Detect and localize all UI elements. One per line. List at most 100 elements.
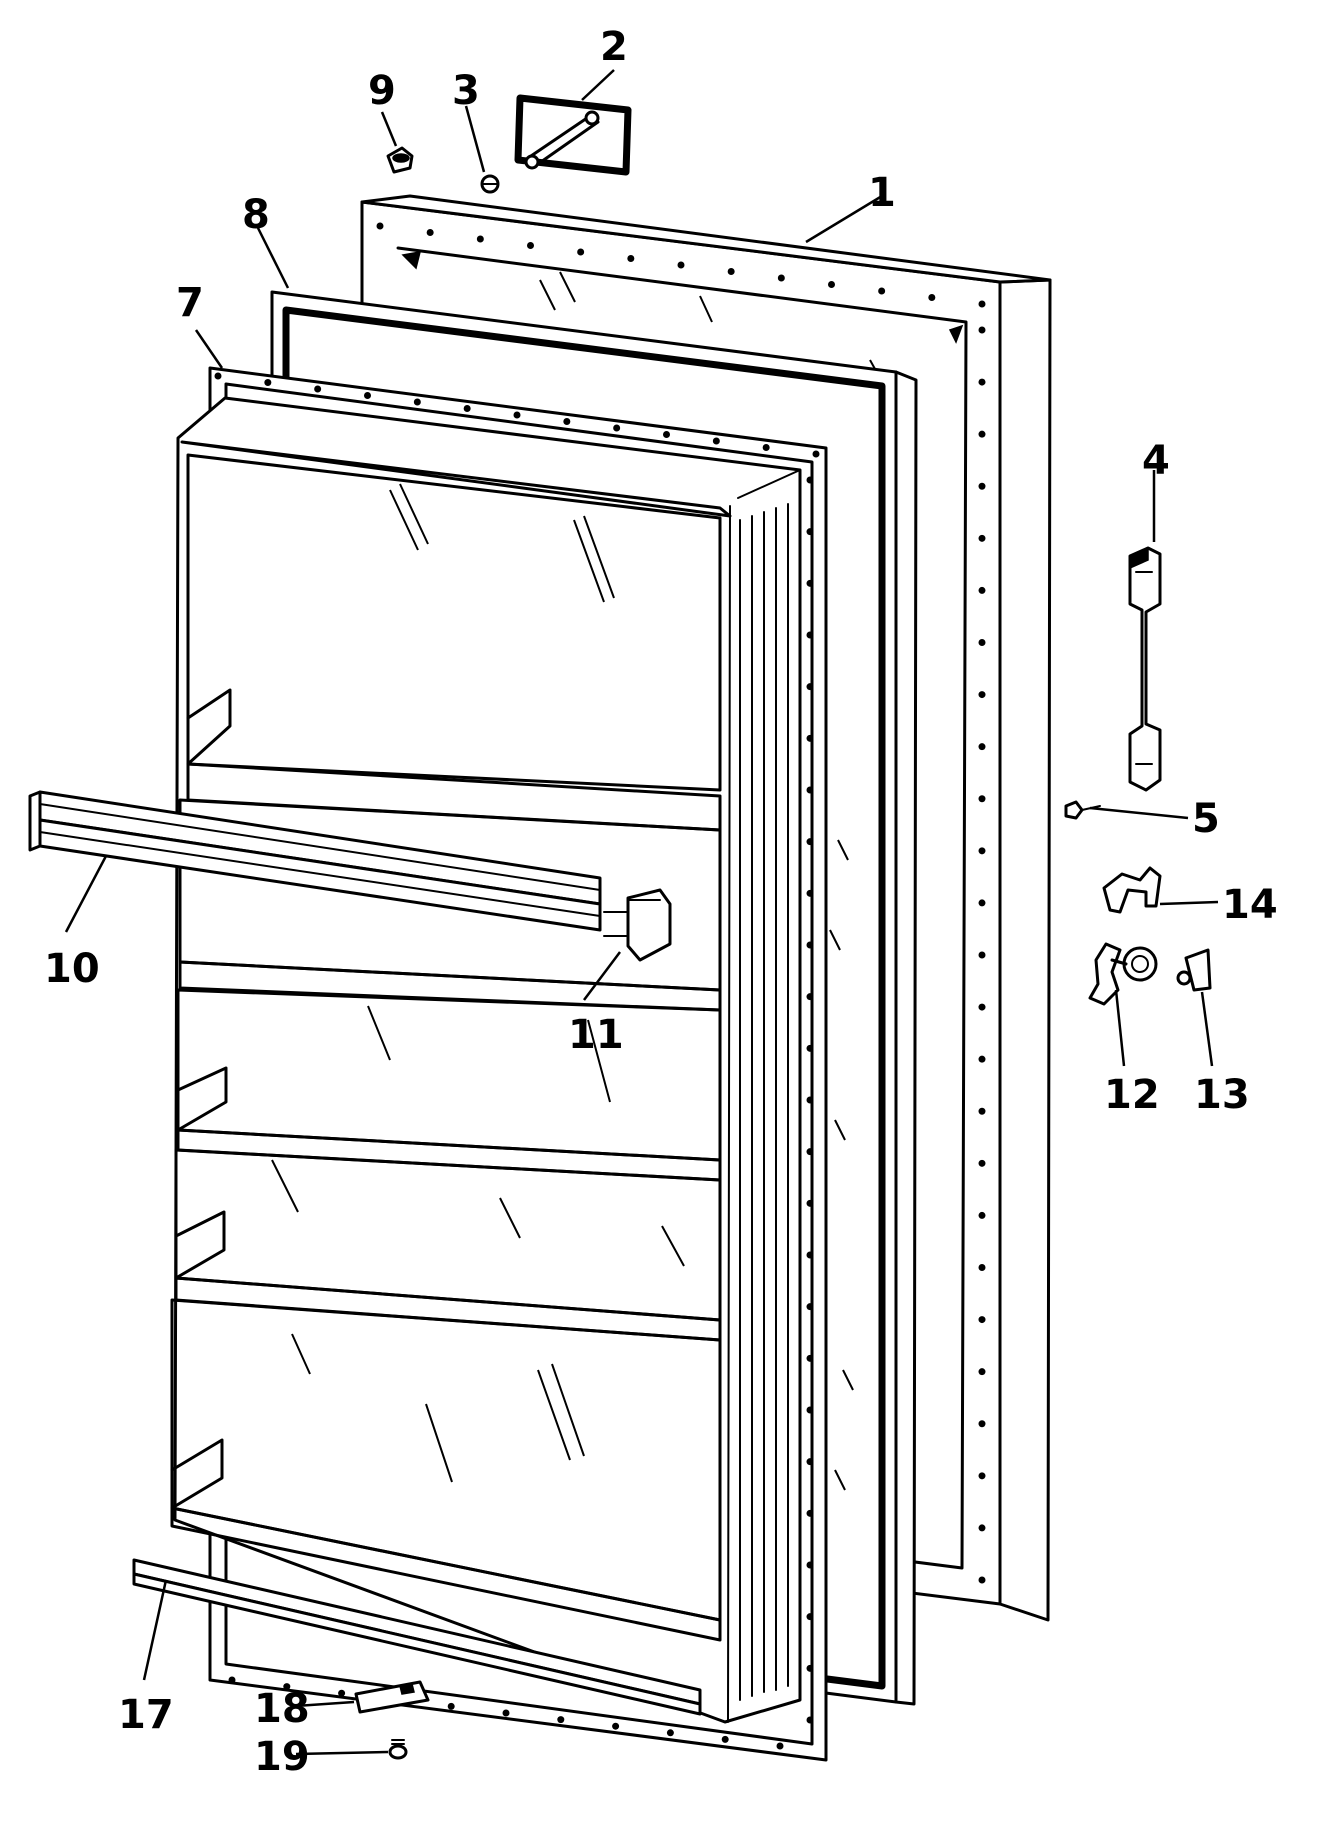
mounting-hole [502,1709,510,1717]
mounting-hole [806,1458,814,1466]
mounting-hole [806,993,814,1001]
mounting-hole [978,1316,986,1324]
mounting-hole [978,1055,986,1063]
mounting-hole [806,1509,814,1517]
liner-shelf-body [170,396,802,1724]
mounting-hole [806,1096,814,1104]
bottom-trim-strip [132,1558,702,1716]
mounting-hole [727,268,735,275]
mounting-hole [513,411,521,419]
mounting-hole [978,1576,986,1584]
mounting-hole [978,1368,986,1376]
plug-button-9 [386,146,414,174]
mounting-hole [978,534,986,542]
mounting-hole [447,1702,455,1710]
mounting-hole [338,1689,346,1697]
latch-12 [1088,942,1158,1006]
mounting-hole [613,424,621,432]
mounting-hole [978,1420,986,1428]
mounting-hole [878,287,886,295]
mounting-hole [978,795,986,803]
mounting-hole [563,418,571,425]
mounting-hole [762,444,770,451]
mounting-hole [806,1199,814,1207]
callout-5: 5 [1192,796,1220,842]
mounting-hole [228,1676,236,1684]
mounting-hole [777,274,785,282]
mounting-hole [978,847,986,855]
mounting-hole [978,1107,986,1115]
mounting-hole [314,385,322,393]
callout-18: 18 [254,1686,310,1732]
mounting-hole [283,1683,291,1691]
mounting-hole [806,941,814,949]
mounting-hole [666,1729,674,1737]
callout-12: 12 [1104,1072,1160,1118]
mounting-hole [978,691,986,699]
mounting-hole [806,1561,814,1569]
mounting-hole [776,1742,784,1750]
callout-13: 13 [1194,1072,1250,1118]
mounting-hole [978,899,986,907]
screw-5 [1064,800,1101,820]
mounting-hole [721,1735,729,1743]
mounting-hole [978,1003,986,1011]
mounting-hole [928,294,936,301]
latch-clip-14 [1102,866,1162,914]
mounting-hole [806,1613,814,1621]
mounting-hole [806,476,814,484]
callout-3: 3 [452,68,480,114]
mounting-hole [413,398,421,406]
mounting-hole [806,734,814,742]
mounting-hole [978,482,986,490]
callout-17: 17 [118,1692,174,1738]
mounting-hole [978,1211,986,1219]
callout-14: 14 [1222,882,1278,928]
mounting-hole [828,281,835,288]
screw-3 [480,174,500,194]
mounting-hole [978,586,986,594]
strike-13 [1176,948,1212,992]
mounting-hole [806,1716,814,1724]
mounting-hole [806,1044,814,1052]
mounting-hole [978,300,986,308]
mounting-hole [364,392,371,399]
callout-10: 10 [44,946,100,992]
callout-8: 8 [242,192,270,238]
mounting-hole [812,450,820,458]
hinge-bracket-18 [354,1680,430,1714]
rail-bracket [603,888,672,962]
mounting-hole [978,743,986,751]
leader-lines [64,69,1219,1756]
mounting-hole [426,229,434,236]
mounting-hole [527,242,534,249]
handle-escutcheon [514,94,632,176]
callout-labels: 1 2 3 4 5 7 8 9 10 11 12 13 14 17 18 19 [44,24,1278,1780]
callout-19: 19 [254,1734,310,1780]
mounting-hole [806,1148,814,1156]
mounting-hole [806,1303,814,1311]
callout-7: 7 [176,280,204,326]
door-handle [1128,546,1162,792]
mounting-hole [978,1524,986,1532]
mounting-hole [806,1251,814,1259]
mounting-hole [627,255,635,262]
mounting-hole [476,235,484,243]
mounting-hole [978,1472,986,1480]
mounting-hole [806,1664,814,1672]
mounting-hole [806,786,814,794]
mounting-hole [806,1354,814,1362]
callout-4: 4 [1142,438,1170,484]
mounting-hole [376,222,384,230]
screw-19 [388,1739,408,1760]
mounting-hole [557,1716,565,1724]
mounting-hole [612,1722,620,1730]
callout-9: 9 [368,68,396,114]
mounting-hole [978,326,986,334]
mounting-hole [978,1264,986,1271]
mounting-hole [806,631,814,639]
mounting-hole [978,430,986,438]
mounting-hole [712,437,720,445]
mounting-hole [978,378,986,386]
